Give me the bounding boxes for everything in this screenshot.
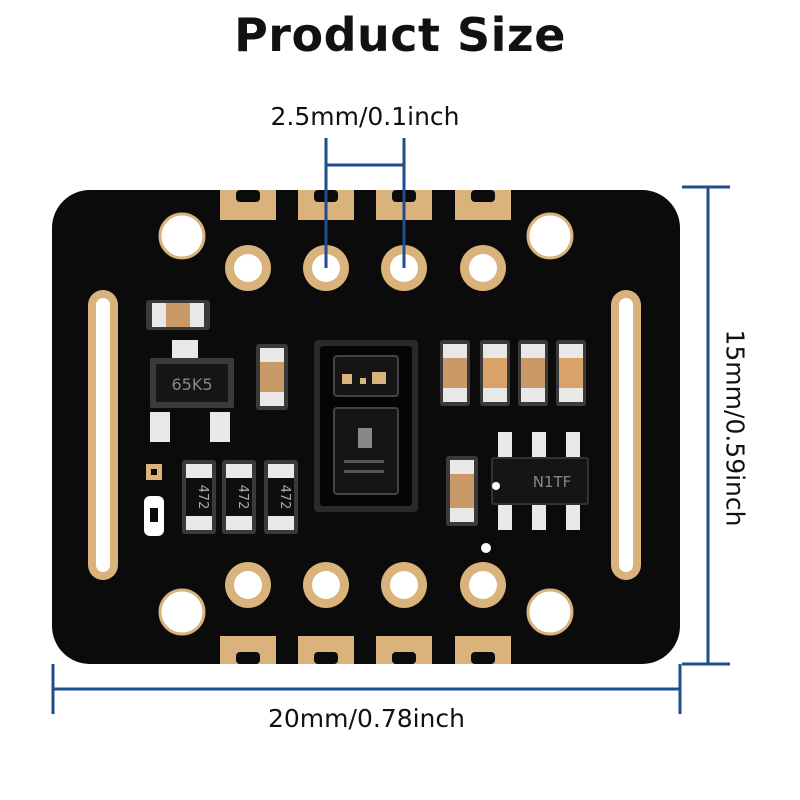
- capacitor-center-left: [256, 344, 288, 410]
- ic-marking: N1TF: [533, 473, 572, 491]
- regulator-chip: 65K5: [150, 340, 234, 442]
- small-pad-marks: [144, 464, 491, 553]
- height-dimension: [682, 185, 730, 666]
- resistor-marking-3: 472: [277, 485, 292, 510]
- mounting-holes: [158, 212, 574, 636]
- page-title: Product Size: [234, 8, 566, 62]
- capacitor-lower-right: [446, 456, 478, 526]
- capacitor-row-right: [440, 340, 586, 406]
- width-dimension: [51, 664, 682, 714]
- pin-pitch-dimension: [324, 138, 406, 268]
- capacitor-top-left: [146, 300, 210, 330]
- resistor-group: 472 472 472: [182, 460, 298, 534]
- optical-sensor: [314, 340, 418, 512]
- width-label: 20mm/0.78inch: [268, 704, 465, 733]
- resistor-marking-1: 472: [195, 485, 210, 510]
- bottom-edge-pads: [220, 636, 511, 664]
- ic-chip: N1TF: [491, 432, 589, 530]
- pin-pitch-label: 2.5mm/0.1inch: [270, 102, 460, 131]
- resistor-marking-2: 472: [235, 485, 250, 510]
- bottom-pin-holes: [225, 562, 506, 608]
- side-slots: [88, 290, 641, 580]
- regulator-marking: 65K5: [171, 375, 212, 394]
- height-label: 15mm/0.59inch: [720, 329, 750, 527]
- top-edge-pads: [220, 190, 511, 220]
